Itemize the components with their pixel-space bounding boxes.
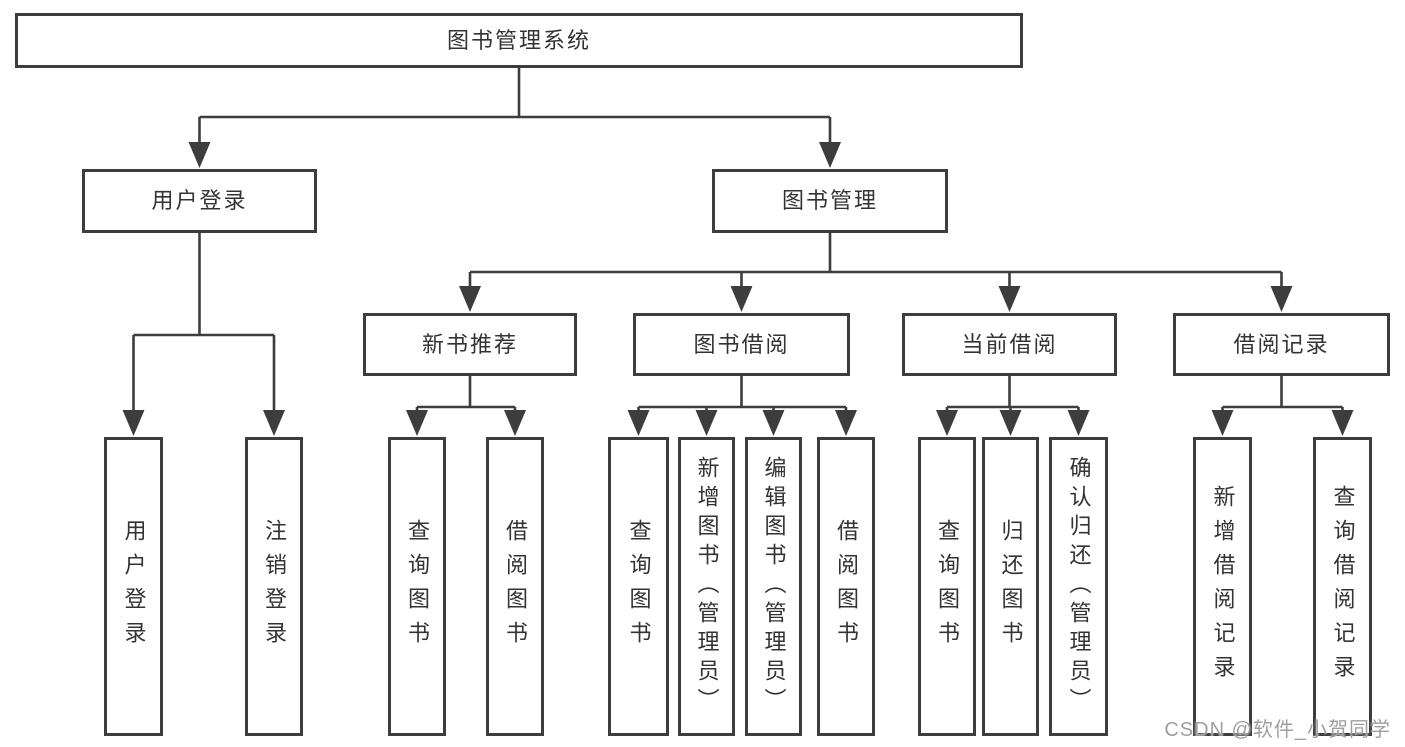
node-borrow-book-recommend: 借阅图书 [486,437,544,736]
node-edit-book-admin: 编辑图书（管理员） [745,437,802,736]
csdn-watermark: CSDN @软件_小贺同学 [1164,719,1391,741]
node-query-book-current: 查询图书 [918,437,976,736]
node-label-borrow-book-recommend: 借阅图书 [503,518,528,655]
node-borrow-record: 借阅记录 [1173,313,1390,376]
node-label-current-borrow: 当前借阅 [961,331,1058,357]
node-label-book-management: 图书管理 [781,188,878,213]
arrowhead [1270,286,1293,312]
arrowhead [1331,410,1354,436]
node-label-query-book-borrow: 查询图书 [626,518,652,655]
node-label-book-borrow: 图书借阅 [693,331,790,357]
arrowhead [504,410,526,436]
node-logout-leaf: 注销登录 [245,437,303,736]
node-label-borrow-record: 借阅记录 [1233,331,1330,357]
node-label-add-borrow-record: 新增借阅记录 [1210,484,1236,689]
arrowhead [835,410,857,436]
node-label-logout-leaf: 注销登录 [262,518,287,655]
arrowhead [730,286,753,312]
node-label-return-book: 归还图书 [998,518,1024,655]
node-label-root: 图书管理系统 [446,27,591,53]
arrowhead [188,142,211,168]
arrowhead [936,410,958,436]
node-user-login: 用户登录 [82,169,317,233]
node-borrow-book-leaf: 借阅图书 [817,437,875,736]
node-label-user-login-leaf: 用户登录 [121,518,147,655]
node-book-management: 图书管理 [712,169,948,233]
arrowhead [999,410,1022,436]
arrowhead [998,286,1021,312]
arrowhead [695,410,718,436]
arrowhead [627,410,650,436]
arrowhead [459,286,481,312]
node-return-book: 归还图书 [982,437,1039,736]
node-user-login-leaf: 用户登录 [104,437,163,736]
node-query-borrow-record: 查询借阅记录 [1313,437,1372,736]
node-current-borrow: 当前借阅 [902,313,1117,376]
node-confirm-return-admin: 确认归还（管理员） [1049,437,1108,736]
node-add-borrow-record: 新增借阅记录 [1193,437,1252,736]
node-new-book-recommend: 新书推荐 [363,313,577,376]
node-label-query-book-recommend: 查询图书 [405,518,430,655]
node-label-query-borrow-record: 查询借阅记录 [1330,484,1356,689]
arrowhead [122,410,145,436]
node-label-query-book-current: 查询图书 [935,518,960,655]
node-label-user-login: 用户登录 [151,188,248,213]
node-label-add-book-admin: 新增图书（管理员） [694,456,720,717]
node-label-new-book-recommend: 新书推荐 [421,331,518,357]
node-label-confirm-return-admin: 确认归还（管理员） [1066,456,1092,717]
node-root: 图书管理系统 [15,13,1023,68]
node-label-borrow-book-leaf: 借阅图书 [834,518,859,655]
arrowhead [819,142,841,168]
node-add-book-admin: 新增图书（管理员） [678,437,735,736]
arrowhead [762,410,785,436]
node-book-borrow: 图书借阅 [633,313,850,376]
arrowhead [1211,410,1234,436]
arrowhead [263,410,285,436]
node-query-book-borrow: 查询图书 [608,437,669,736]
arrowhead [406,410,428,436]
node-query-book-recommend: 查询图书 [388,437,446,736]
node-label-edit-book-admin: 编辑图书（管理员） [761,456,787,717]
arrowhead [1067,410,1090,436]
